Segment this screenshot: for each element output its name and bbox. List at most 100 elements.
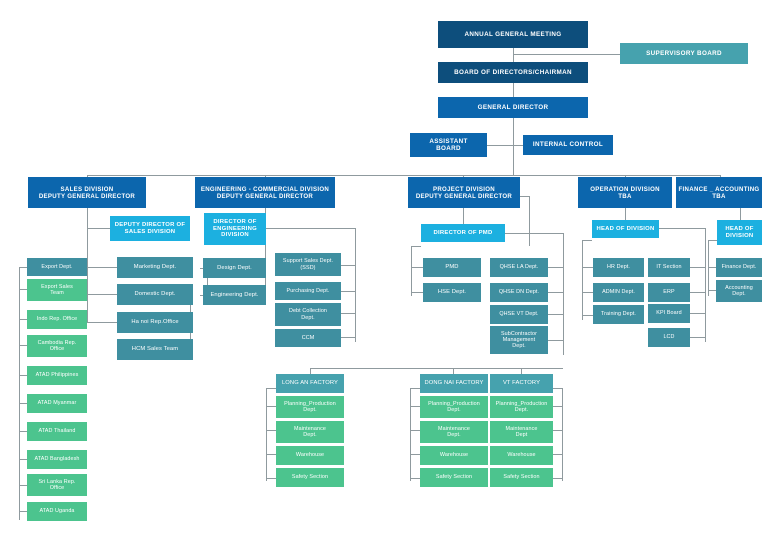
node-vt-warehouse[interactable]: Warehouse (490, 446, 553, 465)
node-atad-myanmar[interactable]: ATAD Myanmar (27, 394, 87, 413)
node-sri-lanka-rep-office[interactable]: Sri Lanka Rep. Office (27, 474, 87, 496)
node-atad-bangladesh[interactable]: ATAD Bangladesh (27, 450, 87, 469)
node-atad-thailand[interactable]: ATAD Thailand (27, 422, 87, 441)
node-dong-nai-warehouse[interactable]: Warehouse (420, 446, 488, 465)
label-sales-dept-1: Domestic Dept. (134, 291, 176, 298)
node-long-an-warehouse[interactable]: Warehouse (276, 446, 344, 465)
connector-longan-head (266, 388, 276, 389)
node-subcontractor-management-dept[interactable]: SubContractor Management Dept. (490, 326, 548, 354)
node-long-an-factory[interactable]: LONG AN FACTORY (276, 374, 344, 393)
node-pmd[interactable]: PMD (423, 258, 481, 277)
node-director-of-pmd[interactable]: DIRECTOR OF PMD (421, 224, 505, 242)
label-dongnai-unit2: Warehouse (439, 452, 469, 459)
node-board-of-directors[interactable]: BOARD OF DIRECTORS/CHAIRMAN (438, 62, 588, 83)
node-export-dept[interactable]: Export Dept. (27, 258, 87, 276)
label-dongnai-unit1-line2: Dept. (447, 432, 461, 438)
node-training-dept[interactable]: Training Dept. (593, 305, 644, 324)
connector-eng-right-4 (340, 337, 356, 338)
connector-agm-supervisory (513, 54, 620, 55)
node-dong-nai-safety-section[interactable]: Safety Section (420, 468, 488, 487)
connector-eng-to-rightrail (260, 228, 355, 229)
node-vt-safety-section[interactable]: Safety Section (490, 468, 553, 487)
node-sales-dept-1[interactable]: Domestic Dept. (117, 284, 193, 305)
label-longan-unit2: Warehouse (295, 452, 325, 459)
node-head-of-division-finance[interactable]: HEAD OF DIVISION (717, 220, 762, 245)
node-qhse-vt-dept[interactable]: QHSE VT Dept. (490, 305, 548, 324)
node-supervisory-board[interactable]: SUPERVISORY BOARD (620, 43, 748, 64)
label-longan-unit1-line2: Dept. (303, 432, 317, 438)
node-accounting-dept[interactable]: Accounting Dept. (716, 280, 762, 302)
node-deputy-director-sales-division[interactable]: DEPUTY DIRECTOR OF SALES DIVISION (110, 216, 190, 241)
node-cambodia-rep-office[interactable]: Cambodia Rep. Office (27, 335, 87, 357)
connector-longan-rail (266, 388, 267, 481)
connector-dongnai-1 (410, 406, 420, 407)
node-ccm[interactable]: CCM (275, 329, 341, 347)
node-design-dept[interactable]: Design Dept. (203, 258, 266, 278)
node-engineering-commercial-division[interactable]: ENGINEERING - COMMERCIAL DIVISION DEPUTY… (195, 177, 335, 208)
node-lcd[interactable]: LCD (648, 328, 690, 347)
node-sales-dept-0[interactable]: Marketing Dept. (117, 257, 193, 278)
node-finance-accounting-division[interactable]: FINANCE _ ACCOUNTING TBA (676, 177, 762, 208)
node-atad-philippines[interactable]: ATAD Philippines (27, 366, 87, 385)
node-internal-control[interactable]: INTERNAL CONTROL (523, 135, 613, 155)
node-qhse-la-dept[interactable]: QHSE LA Dept. (490, 258, 548, 277)
label-hr-dept: HR Dept. (607, 264, 630, 271)
label-export-dept: Export Dept. (41, 263, 73, 270)
node-dong-nai-factory[interactable]: DONG NAI FACTORY (420, 374, 488, 393)
connector-bod-gd (513, 83, 514, 97)
node-operation-division[interactable]: OPERATION DIVISION TBA (578, 177, 672, 208)
node-debt-collection-dept[interactable]: Debt Collection Dept. (275, 303, 341, 326)
label-finance-division-line1: FINANCE _ ACCOUNTING (678, 185, 760, 193)
node-hr-dept[interactable]: HR Dept. (593, 258, 644, 277)
node-finance-dept[interactable]: Finance Dept. (716, 258, 762, 277)
node-sales-dept-2[interactable]: Ha noi Rep.Office (117, 312, 193, 333)
node-long-an-maintenance[interactable]: Maintenance Dept. (276, 421, 344, 443)
node-dong-nai-maintenance[interactable]: Maintenance Dept. (420, 421, 488, 443)
label-atad-philippines: ATAD Philippines (35, 372, 79, 379)
node-purchasing-dept[interactable]: Purchasing Dept. (275, 282, 341, 300)
node-it-section[interactable]: IT Section (648, 258, 690, 277)
node-engineering-dept[interactable]: Engineering Dept. (203, 285, 266, 305)
node-admin-dept[interactable]: ADMIN Dept. (593, 283, 644, 302)
node-long-an-safety-section[interactable]: Safety Section (276, 468, 344, 487)
node-general-director[interactable]: GENERAL DIRECTOR (438, 97, 588, 118)
label-atad-thailand: ATAD Thailand (38, 428, 76, 435)
node-indo-rep-office[interactable]: Indo Rep. Office (27, 310, 87, 329)
label-engineering-division-line1: ENGINEERING - COMMERCIAL DIVISION (200, 185, 330, 193)
node-atad-uganda[interactable]: ATAD Uganda (27, 502, 87, 521)
node-long-an-planning-production[interactable]: Planning_Production Dept. (276, 396, 344, 418)
node-vt-planning-production[interactable]: Planning_Production Dept. (490, 396, 553, 418)
node-sales-division[interactable]: SALES DIVISION DEPUTY GENERAL DIRECTOR (28, 177, 146, 208)
label-longan-unit3: Safety Section (291, 474, 329, 481)
node-sales-dept-3[interactable]: HCM Sales Team (117, 339, 193, 360)
connector-finance-railhead (708, 240, 718, 241)
label-annual-general-meeting: ANNUAL GENERAL MEETING (464, 30, 562, 38)
label-vt-unit2: Warehouse (507, 452, 536, 459)
connector-project-right-rail (563, 233, 564, 355)
label-support-sales-line1: Support Sales Dept. (282, 258, 334, 265)
connector-project-pmd-to-rail (505, 233, 564, 234)
node-assistant-board[interactable]: ASSISTANT BOARD (410, 133, 487, 157)
node-erp[interactable]: ERP (648, 283, 690, 302)
label-subcontractor-line3: Dept. (512, 343, 526, 350)
node-qhse-dn-dept[interactable]: QHSE DN Dept. (490, 283, 548, 302)
node-annual-general-meeting[interactable]: ANNUAL GENERAL MEETING (438, 21, 588, 48)
node-project-division[interactable]: PROJECT DIVISION DEPUTY GENERAL DIRECTOR (408, 177, 520, 208)
node-vt-factory[interactable]: VT FACTORY (490, 374, 553, 393)
node-kpi-board[interactable]: KPI Board (648, 304, 690, 323)
label-atad-bangladesh: ATAD Bangladesh (34, 456, 80, 463)
connector-operation-right-1 (690, 267, 706, 268)
node-director-engineering-division[interactable]: DIRECTOR OF ENGINEERING DIVISION (204, 213, 266, 245)
label-dongnai-unit3: Safety Section (435, 474, 473, 481)
label-head-finance-line2: DIVISION (725, 232, 754, 239)
node-dong-nai-planning-production[interactable]: Planning_Production Dept. (420, 396, 488, 418)
label-long-an-factory: LONG AN FACTORY (281, 380, 339, 387)
node-export-sales-team[interactable]: Export Sales Team (27, 279, 87, 301)
node-hse-dept[interactable]: HSE Dept. (423, 283, 481, 302)
node-support-sales-dept[interactable]: Support Sales Dept. (SSD) (275, 253, 341, 276)
label-director-eng-line2: ENGINEERING (213, 225, 257, 232)
connector-export-branch-9 (19, 511, 27, 512)
node-head-of-division-operation[interactable]: HEAD OF DIVISION (592, 220, 659, 238)
connector-export-branch-5 (19, 403, 27, 404)
node-vt-maintenance[interactable]: Maintenance Dept (490, 421, 553, 443)
